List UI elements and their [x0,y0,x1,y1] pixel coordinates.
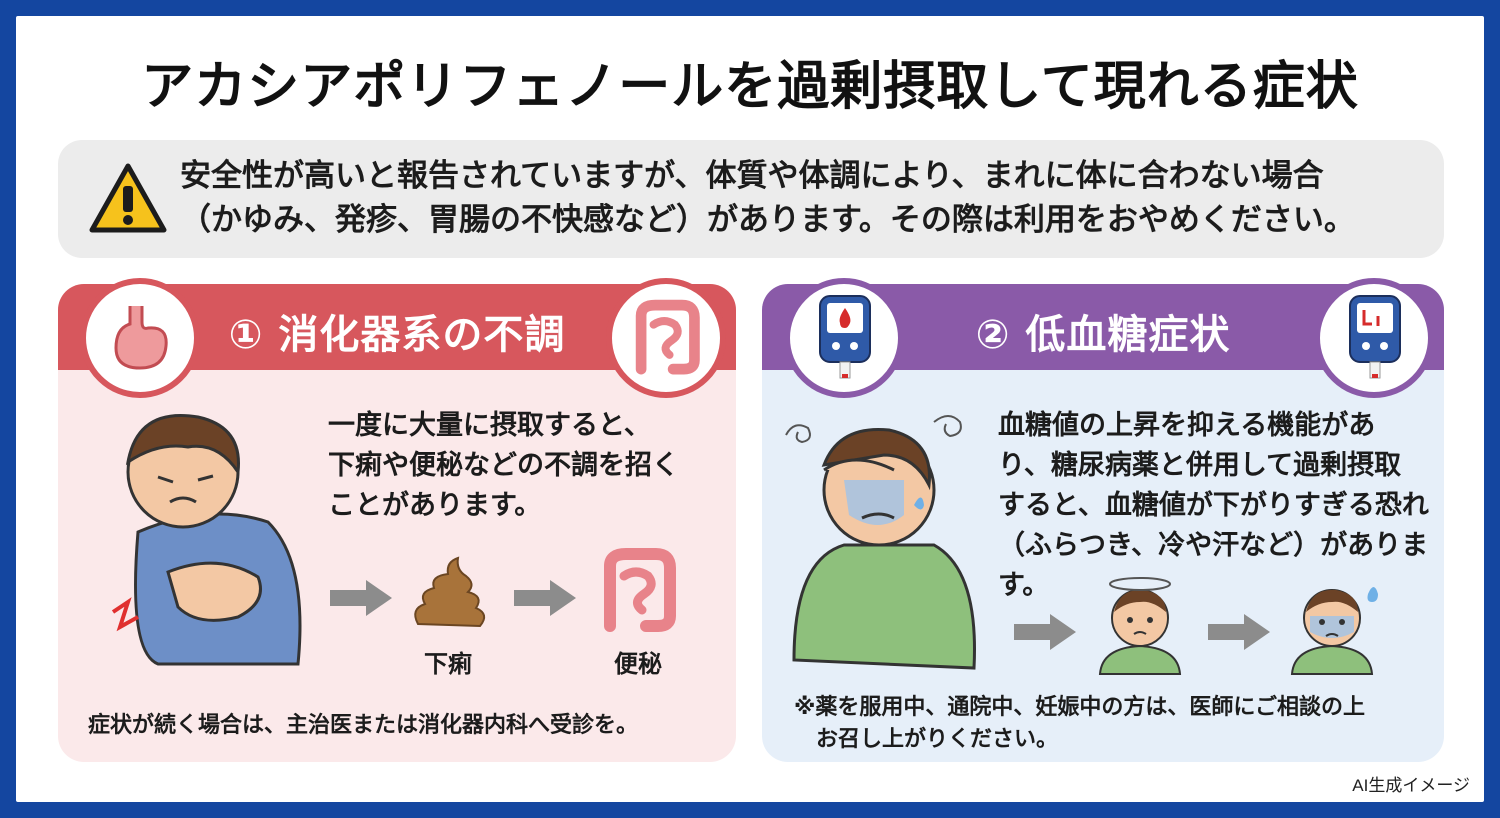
sweating-face [1284,576,1384,676]
warning-text: 安全性が高いと報告されていますが、体質や体調により、まれに体に合わない場合 （か… [180,154,1430,242]
stool-icon [410,554,490,634]
desc-line: ことがあります。 [328,490,542,521]
warning-banner: 安全性が高いと報告されていますが、体質や体調により、まれに体に合わない場合 （か… [58,140,1444,258]
arrow-right-icon [1014,614,1076,650]
intestine-icon [626,298,706,378]
panel-digestive-description: 一度に大量に摂取すると、 下痢や便秘などの不調を招く ことがあります。 [328,406,679,526]
note-line: ※薬を服用中、通院中、妊娠中の方は、医師にご相談の上 [794,695,1365,720]
page-title: アカシアポリフェノールを過剰摂取して現れる症状 [141,57,1359,117]
intestine-badge [606,278,726,398]
stomach-icon [104,302,176,374]
panel-digestive-title: ① 消化器系の不調 [228,312,566,358]
warning-line-2: （かゆみ、発疹、胃腸の不快感など）があります。その際は利用をおやめください。 [180,202,1355,238]
ai-generated-credit: AI生成イメージ [1352,776,1470,795]
arrow-right-icon [514,580,576,616]
panel-hypoglycemia-note: ※薬を服用中、通院中、妊娠中の方は、医師にご相談の上 お召し上がりください。 [794,692,1365,756]
glucose-meter-badge [784,278,904,398]
glucose-meter-low-badge [1314,278,1434,398]
note-line: お召し上がりください。 [816,727,1059,752]
glucose-meter-low-icon [1346,294,1404,382]
panel-digestive-note: 症状が続く場合は、主治医または消化器内科へ受診を。 [88,713,639,738]
desc-line: （ふらつき、冷や汗など）があります。 [998,530,1429,601]
warning-icon [88,162,168,234]
glucose-meter-icon [816,294,874,382]
intestine-icon [596,546,680,636]
panel-hypoglycemia-description: 血糖値の上昇を抑える機能があ り、糖尿病薬と併用して過剰摂取 すると、血糖値が下… [998,406,1444,606]
stomach-badge [80,278,200,398]
dizzy-person [784,410,984,675]
arrow-right-icon [1208,614,1270,650]
stomach-ache-person [98,402,318,672]
desc-line: り、糖尿病薬と併用して過剰摂取 [998,450,1402,481]
warning-line-1: 安全性が高いと報告されていますが、体質や体調により、まれに体に合わない場合 [180,158,1324,194]
flow-label-diarrhea: 下痢 [424,650,472,678]
desc-line: 血糖値の上昇を抑える機能があ [998,410,1376,441]
flow-label-constipation: 便秘 [614,650,662,678]
desc-line: すると、血糖値が下がりすぎる恐れ [998,490,1429,521]
desc-line: 一度に大量に摂取すると、 [328,410,651,441]
desc-line: 下痢や便秘などの不調を招く [328,450,679,481]
panel-hypoglycemia-title: ② 低血糖症状 [975,312,1231,358]
dizzy-face [1092,576,1188,676]
arrow-right-icon [330,580,392,616]
